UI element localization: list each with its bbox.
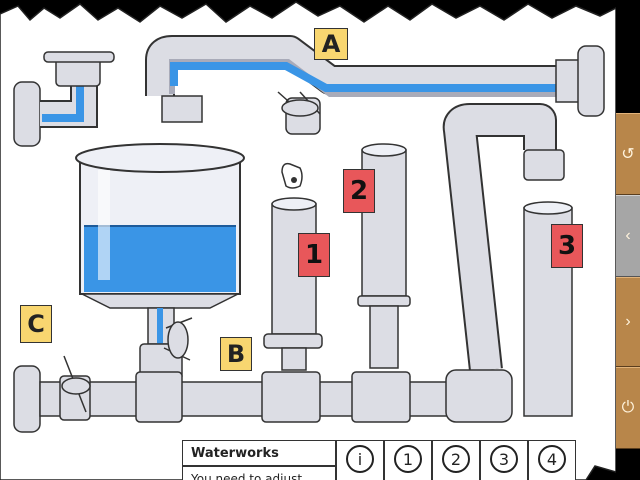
column-1 [263, 197, 323, 371]
valve-c [59, 355, 91, 421]
bent-pipe [442, 103, 565, 372]
quit-button[interactable]: ⏻ [616, 367, 640, 449]
column-2 [357, 143, 411, 369]
tab-3[interactable]: 3 [480, 440, 528, 480]
undo-button[interactable]: ↺ [616, 113, 640, 195]
previous-button[interactable]: ‹ [616, 195, 640, 277]
label-a[interactable]: A [314, 28, 348, 60]
tab-1-label: 1 [394, 445, 422, 473]
tab-2-label: 2 [442, 445, 470, 473]
label-2[interactable]: 2 [343, 169, 375, 213]
tab-info[interactable]: i [336, 440, 384, 480]
hand-cursor-icon [281, 162, 303, 189]
paper-scene [0, 1, 616, 480]
undo-icon: ↺ [621, 146, 635, 163]
label-1[interactable]: 1 [298, 233, 330, 277]
notebook-title: Waterworks [191, 446, 279, 461]
info-icon: i [346, 445, 374, 473]
bottom-pipe [13, 365, 513, 433]
chevron-right-icon: › [625, 313, 631, 330]
label-3[interactable]: 3 [551, 224, 583, 268]
tab-3-label: 3 [490, 445, 518, 473]
label-b[interactable]: B [220, 337, 252, 371]
next-button[interactable]: › [616, 277, 640, 367]
notebook-divider [183, 465, 335, 467]
upper-valve [277, 91, 321, 135]
notebook-panel: Waterworks You need to adjust... i 1 2 3… [182, 432, 582, 480]
notebook-text: You need to adjust... [191, 472, 314, 480]
water-tank [75, 143, 245, 381]
tab-4[interactable]: 4 [528, 440, 576, 480]
tab-2[interactable]: 2 [432, 440, 480, 480]
top-left-elbow-pipe [13, 51, 115, 147]
notebook-title-tab: Waterworks You need to adjust... [182, 440, 336, 480]
upper-pipe-system [145, 35, 605, 123]
tab-1[interactable]: 1 [384, 440, 432, 480]
chevron-left-icon: ‹ [625, 227, 631, 244]
tab-4-label: 4 [538, 445, 566, 473]
power-icon: ⏻ [621, 399, 635, 416]
label-c[interactable]: C [20, 305, 52, 343]
